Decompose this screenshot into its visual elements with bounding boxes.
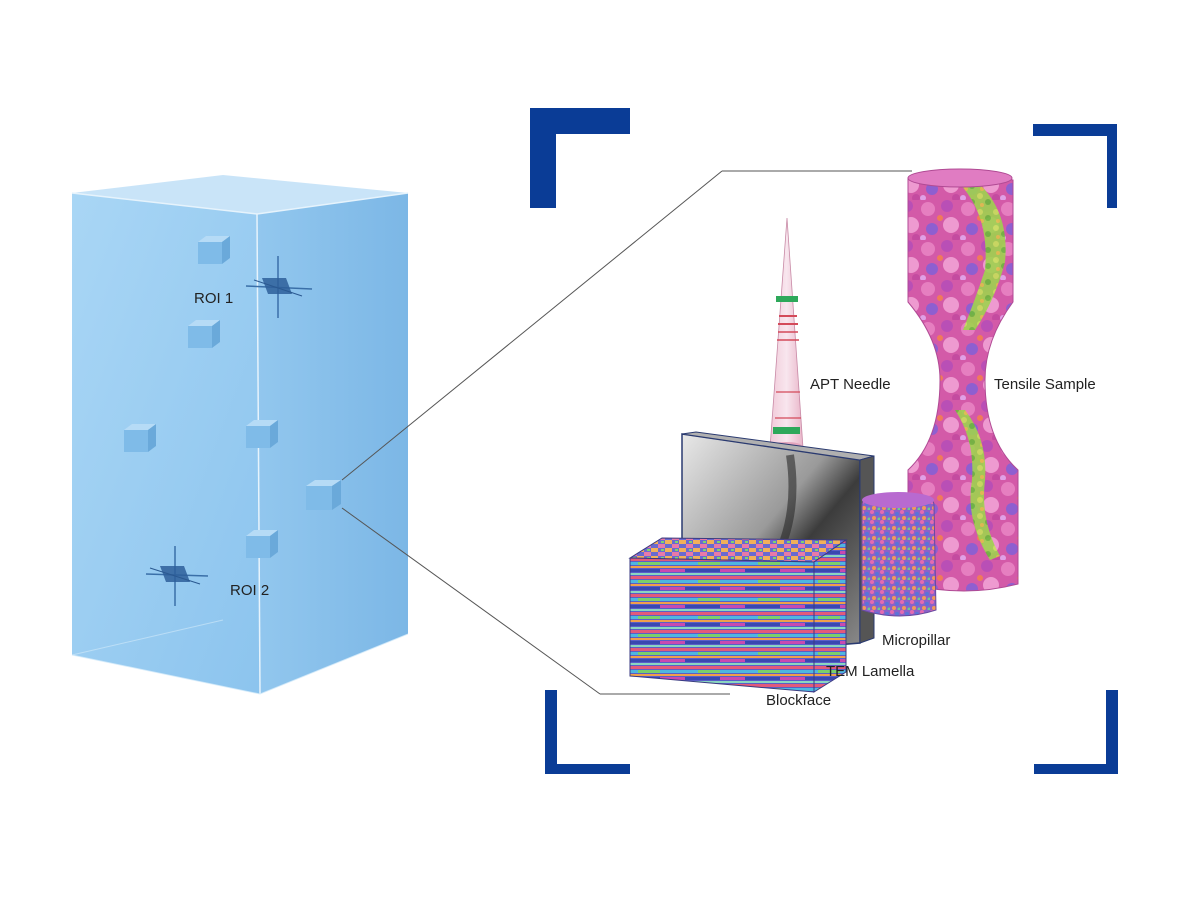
frame-corner-bottom-right xyxy=(1034,690,1118,774)
roi2-label: ROI 2 xyxy=(230,582,269,599)
apt-needle-label: APT Needle xyxy=(810,376,891,393)
micropillar-label: Micropillar xyxy=(882,632,950,649)
tensile-sample-label: Tensile Sample xyxy=(994,376,1096,393)
block-front-face xyxy=(72,193,260,694)
tem-lamella-label: TEM Lamella xyxy=(826,663,915,680)
viewfinder-frame xyxy=(530,108,1118,774)
roi1-label: ROI 1 xyxy=(194,290,233,307)
roi-cube xyxy=(246,530,278,558)
roi2-crosshair-marker xyxy=(145,546,209,606)
roi-cube-selected xyxy=(306,480,341,510)
micropillar xyxy=(861,492,937,617)
apt-needle xyxy=(769,217,804,450)
bulk-sample-block: ROI 1 ROI 2 xyxy=(71,175,409,695)
roi1-crosshair-marker xyxy=(245,256,313,318)
zoom-connector-lines xyxy=(341,170,912,695)
roi-cube xyxy=(124,424,156,452)
blockface-cube xyxy=(628,537,848,693)
blockface-label: Blockface xyxy=(766,692,831,709)
frame-corner-bottom-left xyxy=(545,690,630,774)
roi-cube xyxy=(188,320,220,348)
roi-cube xyxy=(198,236,230,264)
frame-corner-top-left xyxy=(530,108,630,208)
block-side-face xyxy=(257,193,408,694)
tensile-sample xyxy=(907,168,1019,592)
roi-cube xyxy=(246,420,278,448)
frame-corner-top-right xyxy=(1033,124,1117,208)
